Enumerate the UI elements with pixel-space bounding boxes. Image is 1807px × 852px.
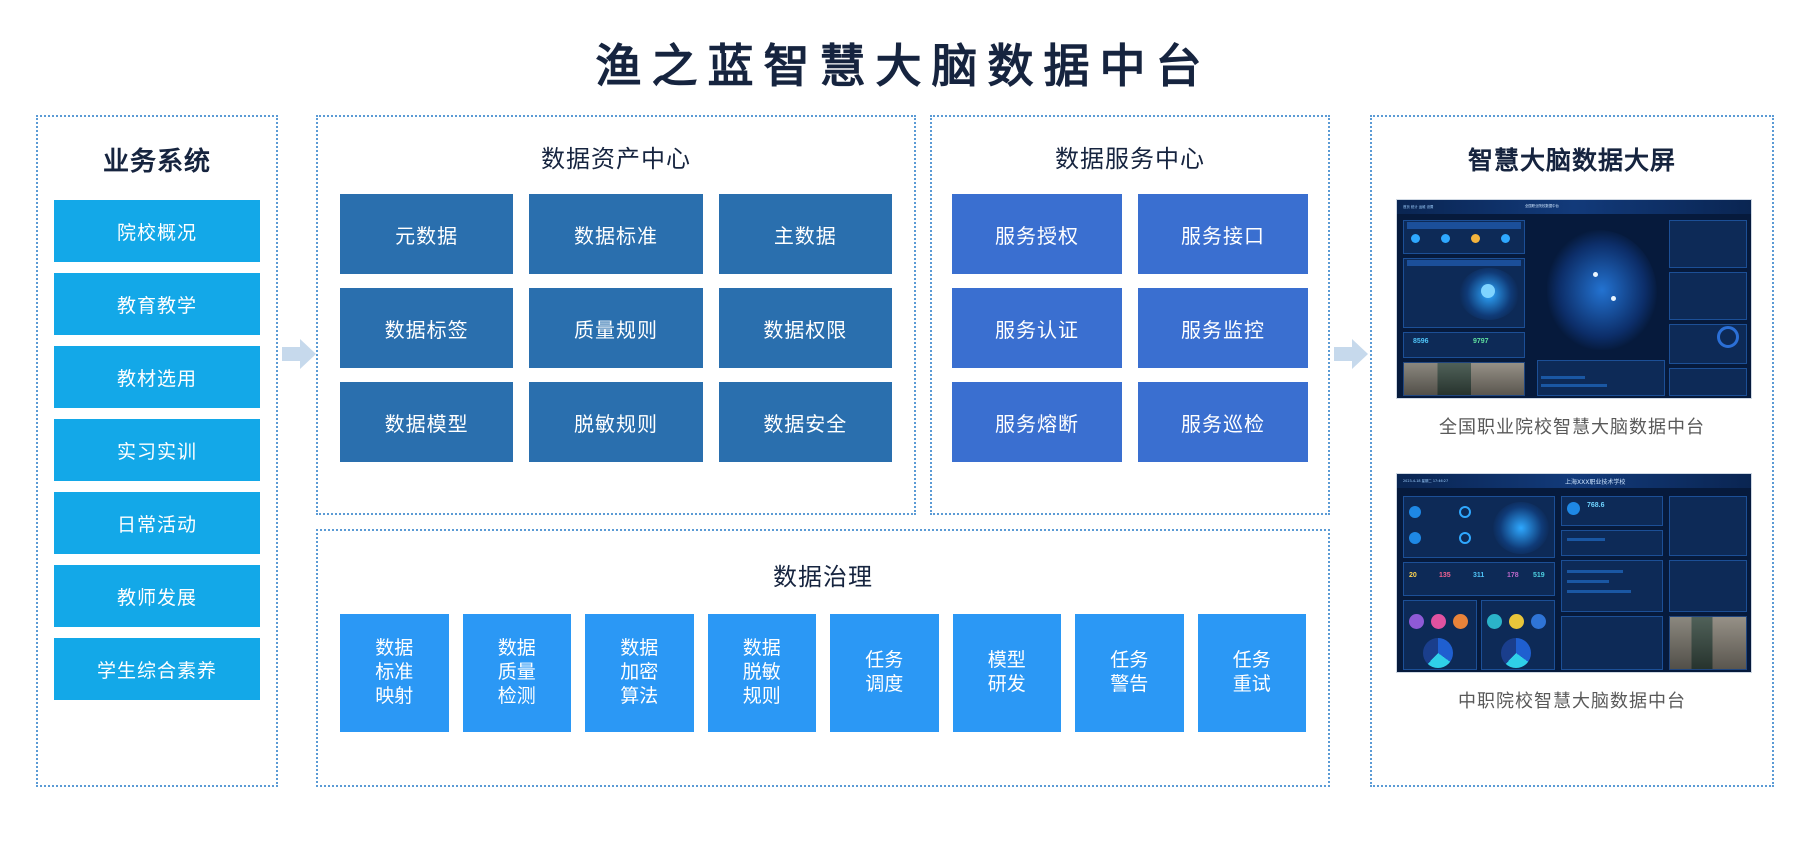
governance-tile-line: 质量 — [497, 662, 536, 684]
governance-tile-line: 规则 — [742, 685, 781, 707]
governance-tile-masking-rule[interactable]: 数据 脱敏 规则 — [707, 614, 816, 732]
governance-tile-line: 任务 — [865, 650, 904, 672]
sidebar-item-teacher-development[interactable]: 教师发展 — [54, 565, 260, 627]
asset-tile-data-security[interactable]: 数据安全 — [718, 382, 892, 462]
service-tile-interface[interactable]: 服务接口 — [1138, 194, 1308, 274]
dashboard-shot-1-wrap: 首页 统计 运维 设置 全国职业院校数据中台 8596 9797 — [1396, 199, 1752, 439]
dashboard-screen-title-2: 上海XXX职业技术学校 — [1565, 479, 1626, 486]
data-service-center-grid: 服务授权 服务接口 服务认证 服务监控 服务熔断 服务巡检 — [952, 194, 1308, 462]
data-asset-center-panel: 数据资产中心 元数据 数据标准 主数据 数据标签 质量规则 数据权限 数据模型 … — [316, 115, 916, 515]
service-tile-inspection[interactable]: 服务巡检 — [1138, 382, 1308, 462]
data-service-center-panel: 数据服务中心 服务授权 服务接口 服务认证 服务监控 服务熔断 服务巡检 — [930, 115, 1330, 515]
governance-tile-line: 检测 — [497, 685, 536, 707]
data-service-center-heading: 数据服务中心 — [1055, 146, 1205, 173]
business-system-panel: 业务系统 院校概况 教育教学 教材选用 实习实训 日常活动 教师发展 学生综合素… — [36, 115, 278, 787]
page-title: 渔之蓝智慧大脑数据中台 — [595, 40, 1212, 92]
governance-tile-line: 标准 — [375, 662, 414, 684]
asset-tile-data-standard[interactable]: 数据标准 — [529, 194, 703, 274]
dashboard-shot-2-wrap: 2023-4-18 星期二 17:46:27 上海XXX职业技术学校 20 13… — [1396, 473, 1752, 713]
governance-tile-line: 任务 — [1232, 650, 1271, 672]
asset-tile-data-permission[interactable]: 数据权限 — [718, 288, 892, 368]
governance-tile-line: 研发 — [987, 674, 1026, 695]
governance-tile-line: 数据 — [497, 638, 536, 660]
governance-tile-model-development[interactable]: 模型 研发 — [952, 614, 1061, 732]
data-asset-center-heading: 数据资产中心 — [541, 146, 691, 173]
governance-tile-line: 调度 — [865, 674, 904, 695]
governance-tile-line: 加密 — [620, 662, 659, 684]
governance-tile-quality-detection[interactable]: 数据 质量 检测 — [462, 614, 571, 732]
asset-tile-data-label[interactable]: 数据标签 — [340, 288, 514, 368]
data-screen-wall-heading: 智慧大脑数据大屏 — [1467, 147, 1676, 175]
data-governance-heading: 数据治理 — [773, 564, 873, 591]
asset-tile-masking-rule[interactable]: 脱敏规则 — [529, 382, 703, 462]
governance-tile-line: 数据 — [742, 638, 781, 660]
governance-tile-standard-mapping[interactable]: 数据 标准 映射 — [340, 614, 449, 732]
dashboard-caption-vocational: 中职院校智慧大脑数据中台 — [1458, 691, 1686, 711]
dashboard-metric: 135 — [1439, 572, 1451, 579]
arrow-right-icon-1 — [282, 337, 316, 371]
data-governance-grid: 数据 标准 映射 数据 质量 检测 数据 加密 算法 数据 脱敏 规则 任务 调 — [340, 614, 1306, 732]
governance-tile-line: 算法 — [620, 685, 659, 707]
dashboard-metric: 20 — [1409, 572, 1417, 579]
governance-tile-task-alert[interactable]: 任务 警告 — [1075, 614, 1184, 732]
asset-tile-quality-rule[interactable]: 质量规则 — [529, 288, 703, 368]
sidebar-item-internship-training[interactable]: 实习实训 — [54, 419, 260, 481]
governance-tile-line: 数据 — [620, 638, 659, 660]
governance-tile-line: 脱敏 — [742, 662, 781, 684]
asset-tile-data-model[interactable]: 数据模型 — [340, 382, 514, 462]
governance-tile-line: 数据 — [375, 638, 414, 660]
sidebar-item-textbook-selection[interactable]: 教材选用 — [54, 346, 260, 408]
service-tile-authorization[interactable]: 服务授权 — [952, 194, 1122, 274]
dashboard-metric: 311 — [1473, 572, 1485, 579]
sidebar-item-school-overview[interactable]: 院校概况 — [54, 200, 260, 262]
dashboard-screenshot-vocational[interactable]: 2023-4-18 星期二 17:46:27 上海XXX职业技术学校 20 13… — [1396, 473, 1752, 673]
governance-tile-task-retry[interactable]: 任务 重试 — [1197, 614, 1306, 732]
data-asset-center-grid: 元数据 数据标准 主数据 数据标签 质量规则 数据权限 数据模型 脱敏规则 数据… — [340, 194, 892, 462]
governance-tile-line: 重试 — [1232, 674, 1271, 695]
dashboard-screen-title: 全国职业院校数据中台 — [1525, 204, 1559, 208]
arrow-right-icon-2 — [1334, 337, 1368, 371]
governance-tile-task-scheduling[interactable]: 任务 调度 — [830, 614, 939, 732]
asset-tile-master-data[interactable]: 主数据 — [718, 194, 892, 274]
service-tile-circuit-breaker[interactable]: 服务熔断 — [952, 382, 1122, 462]
data-screen-wall-panel: 智慧大脑数据大屏 首页 统计 运维 设置 全国职业院校数据中台 8596 979… — [1370, 115, 1774, 787]
governance-tile-line: 映射 — [375, 685, 414, 707]
sidebar-item-student-quality[interactable]: 学生综合素养 — [54, 638, 260, 700]
sidebar-item-daily-activity[interactable]: 日常活动 — [54, 492, 260, 554]
business-system-list: 院校概况 教育教学 教材选用 实习实训 日常活动 教师发展 学生综合素养 — [54, 200, 260, 700]
dashboard-caption-national: 全国职业院校智慧大脑数据中台 — [1439, 417, 1705, 437]
governance-tile-line: 任务 — [1110, 650, 1149, 672]
governance-tile-encryption-algorithm[interactable]: 数据 加密 算法 — [585, 614, 694, 732]
governance-tile-line: 警告 — [1110, 674, 1149, 695]
data-governance-panel: 数据治理 数据 标准 映射 数据 质量 检测 数据 加密 算法 数据 脱敏 规则 — [316, 529, 1330, 787]
sidebar-item-education-teaching[interactable]: 教育教学 — [54, 273, 260, 335]
service-tile-monitoring[interactable]: 服务监控 — [1138, 288, 1308, 368]
dashboard-metric: 178 — [1507, 572, 1519, 579]
dashboard-screenshot-national[interactable]: 首页 统计 运维 设置 全国职业院校数据中台 8596 9797 — [1396, 199, 1752, 399]
governance-tile-line: 模型 — [987, 650, 1026, 672]
asset-tile-metadata[interactable]: 元数据 — [340, 194, 514, 274]
service-tile-authentication[interactable]: 服务认证 — [952, 288, 1122, 368]
dashboard-metric: 519 — [1533, 572, 1545, 579]
business-system-heading: 业务系统 — [102, 146, 211, 176]
